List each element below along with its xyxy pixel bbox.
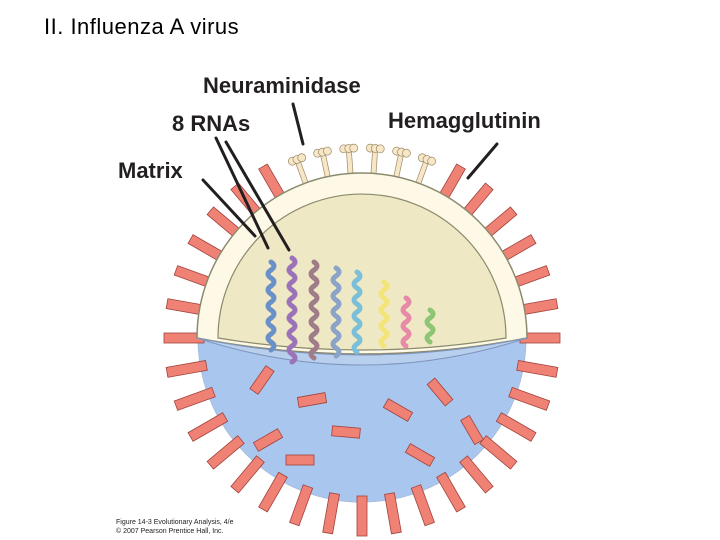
hemagglutinin-spike — [230, 455, 265, 494]
envelope-lower-half — [198, 338, 526, 502]
figure-caption: Figure 14-3 Evolutionary Analysis, 4/e ©… — [116, 518, 234, 536]
hemagglutinin-spike — [479, 435, 518, 470]
hemagglutinin-spike — [384, 492, 402, 535]
hemagglutinin-spike — [426, 377, 454, 407]
label-neuraminidase: Neuraminidase — [203, 73, 361, 98]
label-hemagglutinin: Hemagglutinin — [388, 108, 541, 133]
hemagglutinin-spike — [495, 412, 537, 442]
hemagglutinin-spike — [187, 412, 229, 442]
matrix-rim — [196, 337, 528, 366]
caption-line-1: Figure 14-3 Evolutionary Analysis, 4/e — [116, 519, 234, 526]
hemagglutinin-spike — [296, 392, 328, 408]
rna-segment — [378, 279, 390, 349]
label-matrix: Matrix — [118, 158, 184, 183]
hemagglutinin-spike — [289, 484, 314, 527]
rna-segment — [308, 259, 320, 361]
hemagglutinin-spike — [165, 360, 208, 378]
hemagglutinin-spike — [516, 360, 559, 378]
hemagglutinin-spike — [382, 398, 414, 422]
pointer-lines — [201, 102, 499, 252]
hemagglutinin-spike — [460, 414, 484, 446]
rna-segments — [265, 255, 436, 365]
rna-segment — [400, 295, 412, 349]
hemagglutinin-spike — [206, 435, 245, 470]
hemagglutinin-spike — [249, 365, 275, 395]
rna-segment — [330, 265, 342, 359]
hemagglutinin-spike — [331, 425, 361, 439]
hemagglutinin-spike — [322, 492, 340, 535]
hemagglutinin-spike — [356, 495, 368, 537]
slide-title: II. Influenza A virus — [44, 14, 240, 39]
hemagglutinin-spike — [285, 454, 315, 466]
rna-segment — [424, 307, 436, 345]
hemagglutinin-spike — [173, 386, 216, 411]
hemagglutinin-spikes — [163, 163, 561, 537]
rna-segment — [286, 255, 298, 365]
hemagglutinin-spike — [252, 428, 284, 452]
rna-segment — [265, 259, 277, 353]
caption-line-2: © 2007 Pearson Prentice Hall, Inc. — [116, 528, 224, 535]
label-8-rnas: 8 RNAs — [172, 111, 250, 136]
hemagglutinin-spike — [436, 471, 466, 513]
hemagglutinin-spike — [404, 443, 436, 467]
hemagglutinin-spike — [508, 386, 551, 411]
rna-segment — [351, 269, 363, 355]
hemagglutinin-spike — [410, 484, 435, 527]
hemagglutinin-spike — [258, 471, 288, 513]
hemagglutinin-spike — [459, 455, 494, 494]
